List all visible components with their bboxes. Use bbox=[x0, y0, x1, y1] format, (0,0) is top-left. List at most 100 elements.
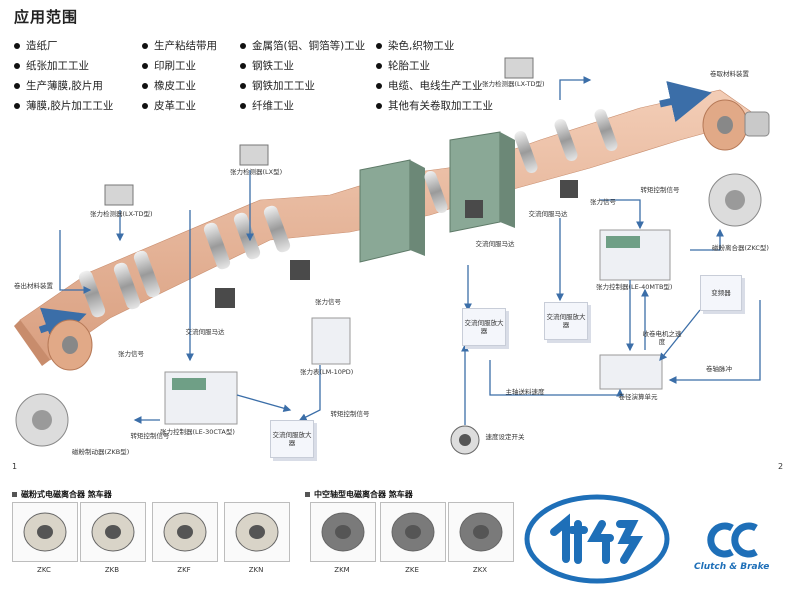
bullet-icon bbox=[240, 102, 246, 109]
unwind-roll bbox=[47, 319, 93, 371]
servo-amp-1: 交流伺服放大器 bbox=[462, 308, 506, 346]
application-text: 造纸厂 bbox=[26, 40, 58, 52]
application-text: 电缆、电线生产工业 bbox=[388, 80, 483, 92]
process-diagram bbox=[14, 57, 770, 455]
product-caption: ZKX bbox=[472, 566, 488, 574]
application-item: 印刷工业 bbox=[142, 58, 196, 73]
application-text: 橡皮工业 bbox=[154, 80, 196, 92]
product-thumb-zkn bbox=[224, 502, 290, 562]
application-item: 钢铁工业 bbox=[240, 58, 294, 73]
controller-right-label: 张力控制器(LE-40MTB型) bbox=[596, 283, 673, 291]
application-text: 轮胎工业 bbox=[388, 60, 430, 72]
servo-motor-3-label: 交流伺服马达 bbox=[528, 210, 568, 218]
bullet-icon bbox=[142, 62, 148, 69]
product-thumb-zkc bbox=[12, 502, 78, 562]
torque-cmd-right: 转矩控制信号 bbox=[640, 186, 680, 194]
controller-right bbox=[599, 229, 671, 281]
controller-left bbox=[164, 371, 238, 425]
brand-tagline: Clutch & Brake bbox=[694, 562, 770, 572]
application-item: 电缆、电线生产工业 bbox=[376, 78, 483, 93]
product-image-icon bbox=[235, 512, 279, 552]
application-text: 生产薄膜,胶片用 bbox=[26, 80, 103, 92]
tension-signal-right: 张力信号 bbox=[590, 198, 616, 206]
bullet-icon bbox=[14, 82, 20, 89]
section-title-magnetic: 磁粉式电磁离合器 煞车器 bbox=[12, 489, 112, 500]
application-item: 金属箔(铝、铜箔等)工业 bbox=[240, 38, 365, 53]
cc-logo bbox=[707, 522, 758, 558]
product-image-icon bbox=[91, 512, 135, 552]
bullet-icon bbox=[14, 42, 20, 49]
application-item: 钢铁加工工业 bbox=[240, 78, 315, 93]
servo-amp-3: 交流伺服放大器 bbox=[270, 420, 314, 458]
inverter-box: 变频器 bbox=[700, 275, 742, 311]
application-text: 皮革工业 bbox=[154, 100, 196, 112]
servo-motor-2-label: 交流伺服马达 bbox=[475, 240, 515, 248]
application-item: 造纸厂 bbox=[14, 38, 58, 53]
brake-unit bbox=[15, 393, 69, 447]
product-thumb-zkf bbox=[152, 502, 218, 562]
servo-amp-2: 交流伺服放大器 bbox=[544, 302, 588, 340]
servo-motors bbox=[215, 180, 578, 308]
signal-lines bbox=[59, 76, 761, 425]
section-title-hollow: 中空轴型电磁离合器 煞车器 bbox=[305, 489, 413, 500]
bullet-icon bbox=[142, 42, 148, 49]
product-caption: ZKE bbox=[405, 566, 419, 574]
tension-signal-left: 张力信号 bbox=[118, 350, 144, 358]
speed-switch bbox=[450, 425, 480, 455]
page-title: 应用范围 bbox=[14, 8, 79, 26]
product-caption: ZKF bbox=[177, 566, 191, 574]
sensors bbox=[104, 57, 534, 206]
bullet-icon bbox=[376, 62, 382, 69]
bullet-icon bbox=[240, 42, 246, 49]
application-item: 生产粘结带用 bbox=[142, 38, 217, 53]
tension-meter-device bbox=[311, 317, 351, 365]
brand-logo bbox=[524, 494, 670, 584]
application-item: 其他有关卷取加工工业 bbox=[376, 98, 493, 113]
processing-machine-2 bbox=[449, 131, 515, 233]
torque-cmd-left: 转矩控制信号 bbox=[130, 432, 170, 440]
product-thumb-zkm bbox=[310, 502, 376, 562]
application-item: 橡皮工业 bbox=[142, 78, 196, 93]
product-caption: ZKB bbox=[104, 566, 120, 574]
product-image-icon bbox=[23, 512, 67, 552]
product-caption: ZKC bbox=[37, 566, 51, 574]
application-text: 金属箔(铝、铜箔等)工业 bbox=[252, 40, 366, 52]
controller-left-label: 张力控制器(LE-30CTA型) bbox=[160, 428, 235, 436]
application-text: 纤维工业 bbox=[252, 100, 294, 112]
product-image-icon bbox=[321, 512, 365, 552]
bullet-icon bbox=[14, 102, 20, 109]
sensor-right-label: 张力检测器(LX-TD型) bbox=[482, 80, 545, 88]
processing-machine-1 bbox=[359, 159, 425, 263]
product-thumb-zkb bbox=[80, 502, 146, 562]
calc-unit-device bbox=[599, 354, 663, 390]
bullet-icon bbox=[376, 42, 382, 49]
product-image-icon bbox=[391, 512, 435, 552]
speed-setting-label: 速度设定开关 bbox=[485, 433, 525, 441]
product-thumb-zkx bbox=[448, 502, 514, 562]
tension-meter-label: 张力表(LM-10PD) bbox=[300, 368, 354, 376]
unwind-label: 卷出材料装置 bbox=[14, 282, 53, 290]
application-text: 其他有关卷取加工工业 bbox=[388, 100, 493, 112]
torque-cmd-mid: 转矩控制信号 bbox=[330, 410, 370, 418]
application-text: 染色,织物工业 bbox=[388, 40, 455, 52]
sensor-mid-label: 张力检测器(LX型) bbox=[230, 168, 283, 176]
product-thumb-zke bbox=[380, 502, 446, 562]
application-item: 轮胎工业 bbox=[376, 58, 430, 73]
page-number-right: 2 bbox=[778, 462, 784, 471]
tension-signal-mid: 张力信号 bbox=[315, 298, 341, 306]
bullet-icon bbox=[14, 62, 20, 69]
application-text: 钢铁工业 bbox=[252, 60, 294, 72]
winder-speed-label: 收卷电机之速度 bbox=[642, 330, 682, 346]
calc-unit-label: 卷径演算单元 bbox=[618, 393, 658, 401]
application-item: 纸张加工工业 bbox=[14, 58, 89, 73]
product-image-icon bbox=[459, 512, 503, 552]
product-image-icon bbox=[163, 512, 207, 552]
page-number-left: 1 bbox=[12, 462, 18, 471]
application-item: 纤维工业 bbox=[240, 98, 294, 113]
rewind-roll bbox=[702, 99, 770, 151]
product-caption: ZKN bbox=[248, 566, 264, 574]
application-text: 薄膜,胶片加工工业 bbox=[26, 100, 114, 112]
bullet-icon bbox=[142, 102, 148, 109]
brake-label: 磁粉制动器(ZKB型) bbox=[72, 448, 130, 456]
winding-pulse-label: 卷轴脉冲 bbox=[706, 365, 732, 373]
